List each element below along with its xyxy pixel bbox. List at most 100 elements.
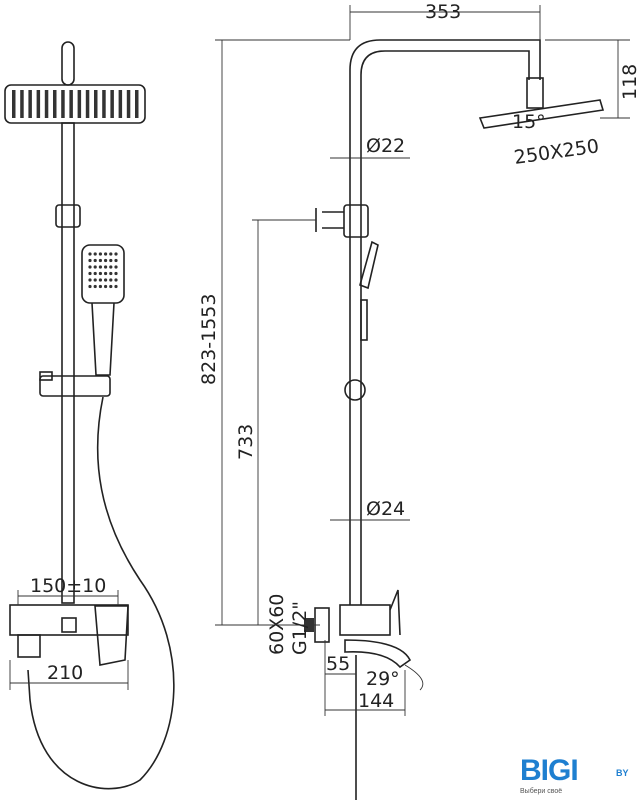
dim-centers: 150±10 xyxy=(30,575,106,597)
nozzle-rib xyxy=(85,90,90,118)
mixer-body-side xyxy=(339,604,391,636)
dim-thread: G1/2" xyxy=(289,601,311,655)
hand-shower-side xyxy=(359,240,379,290)
nozzle-dot xyxy=(93,258,97,263)
nozzle-dot xyxy=(114,278,118,282)
riser-rail xyxy=(61,122,75,604)
nozzle-dot xyxy=(88,252,92,256)
nozzle-rib xyxy=(135,90,139,118)
nozzle-dot xyxy=(93,265,97,269)
dim-mixer-width: 210 xyxy=(47,662,83,684)
front-view: 150±10 210 xyxy=(4,41,175,790)
nozzle-dot xyxy=(109,265,113,269)
nozzle-dot xyxy=(88,278,92,282)
nozzle-rib xyxy=(12,90,16,118)
dim-spout-length: 144 xyxy=(358,690,394,712)
side-bracket xyxy=(343,204,369,238)
nozzle-dot xyxy=(104,278,108,282)
nozzle-dot xyxy=(93,252,97,256)
nozzle-dot xyxy=(88,284,92,289)
hand-shower-handle xyxy=(91,302,115,376)
nozzle-dot xyxy=(88,258,92,263)
dim-head-size: 250X250 xyxy=(513,135,601,169)
nozzle-dot xyxy=(104,284,108,289)
nozzle-dot xyxy=(109,278,113,282)
nozzle-rib xyxy=(61,90,65,118)
nozzle-dot xyxy=(114,258,118,263)
nozzle-dot xyxy=(98,271,102,276)
logo-tagline: Выбери своё xyxy=(520,788,563,795)
nozzle-rib xyxy=(102,90,106,118)
spout xyxy=(344,639,412,669)
dim-pipe-upper: Ø22 xyxy=(366,135,405,157)
nozzle-rib xyxy=(28,90,32,118)
nozzle-dot xyxy=(114,252,118,256)
riser-pipe-inner xyxy=(360,50,530,605)
mixer-body xyxy=(9,604,129,636)
nozzle-dot xyxy=(88,271,92,276)
nozzle-dot xyxy=(104,265,108,269)
dim-mixer-height: 733 xyxy=(235,424,257,460)
nozzle-dot xyxy=(93,284,97,289)
lever-side xyxy=(389,589,401,636)
nozzle-rib xyxy=(53,90,57,118)
nozzle-rib xyxy=(126,90,131,118)
dim-width-top: 353 xyxy=(425,1,461,23)
slider-knob-side xyxy=(344,379,366,401)
nozzle-rib xyxy=(110,90,114,118)
nozzle-rib xyxy=(36,90,41,118)
nozzle-dot xyxy=(109,271,113,276)
top-rod xyxy=(61,41,75,86)
nozzle-rib xyxy=(44,90,49,118)
nozzle-dot xyxy=(104,252,108,256)
nozzle-dot xyxy=(114,271,118,276)
nozzle-rib xyxy=(69,90,73,118)
nozzle-dot xyxy=(114,284,118,289)
nozzle-dot xyxy=(114,265,118,269)
slider-knob xyxy=(39,371,53,381)
head-nozzles xyxy=(12,90,139,118)
rain-head-side xyxy=(478,99,605,129)
riser-pipe-outer xyxy=(349,39,541,605)
logo-suffix: BY xyxy=(616,768,629,778)
nozzle-dot xyxy=(104,271,108,276)
nozzle-rib xyxy=(94,90,98,118)
nozzle-dot xyxy=(104,258,108,263)
slider-rail-side xyxy=(360,299,368,341)
rain-shower-head xyxy=(4,84,146,124)
dim-head-angle: 15° xyxy=(512,111,546,133)
nozzle-dot xyxy=(109,258,113,263)
nozzle-dot xyxy=(98,278,102,282)
bigi-logo: BIGI BY Выбери своё xyxy=(520,756,638,798)
dim-flange: 60X60 xyxy=(266,594,288,655)
head-arm xyxy=(526,77,544,109)
nozzle-dot xyxy=(93,278,97,282)
nozzle-dot xyxy=(109,252,113,256)
nozzle-rib xyxy=(118,90,123,118)
nozzle-rib xyxy=(77,90,82,118)
dim-total-height: 823-1553 xyxy=(198,294,220,385)
dim-head-height: 118 xyxy=(619,64,641,100)
mixer-lever xyxy=(94,605,129,666)
dim-spout-offset: 55 xyxy=(326,653,350,675)
nozzle-dot xyxy=(98,252,102,256)
dim-pipe-lower: Ø24 xyxy=(366,498,405,520)
slider-holder xyxy=(39,375,111,397)
diverter xyxy=(61,617,77,633)
nozzle-dot xyxy=(93,271,97,276)
nozzle-rib xyxy=(20,90,24,118)
nozzle-dot xyxy=(98,265,102,269)
dim-spout-angle: 29° xyxy=(366,668,400,690)
hand-shower-head xyxy=(81,244,125,304)
nozzle-dot xyxy=(109,284,113,289)
wall-mount xyxy=(315,208,344,232)
hand-shower-nozzles xyxy=(88,252,118,289)
nozzle-dot xyxy=(98,284,102,289)
logo-text: BIGI xyxy=(520,754,579,787)
shower-hose xyxy=(27,396,175,790)
rail-bracket xyxy=(55,204,81,228)
side-view: 353 118 15° 250X250 Ø22 Ø24 823-1553 733… xyxy=(198,1,641,800)
hose-outlet xyxy=(17,634,41,658)
nozzle-dot xyxy=(88,265,92,269)
